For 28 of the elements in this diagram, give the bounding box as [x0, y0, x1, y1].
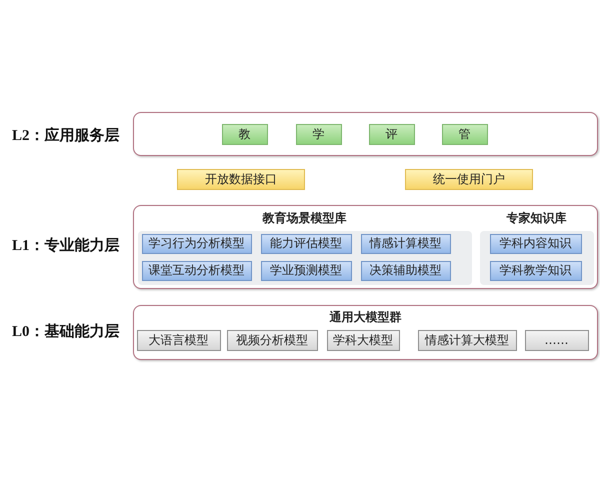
- model-box: 学科教学知识: [490, 260, 582, 280]
- group-heading: 教育场景模型库: [261, 210, 348, 226]
- layer-label: L0：基础能力层: [12, 322, 120, 341]
- layer-panel: [133, 205, 598, 289]
- panel-heading: 通用大模型群: [328, 309, 402, 326]
- layer-label: L1：专业能力层: [12, 236, 120, 255]
- group-heading: 专家知识库: [506, 210, 568, 226]
- model-box: 学科大模型: [326, 330, 400, 350]
- model-box: 课堂互动分析模型: [142, 260, 252, 280]
- module-box: 评: [368, 124, 414, 144]
- layer-panel: [133, 112, 598, 156]
- module-box: 管: [442, 124, 488, 144]
- module-box: 教: [222, 124, 268, 144]
- model-box: 学业预测模型: [260, 260, 352, 280]
- model-box: 大语言模型: [136, 330, 220, 350]
- model-box: 视频分析模型: [226, 330, 318, 350]
- layer-label: L2：应用服务层: [12, 126, 120, 145]
- model-box: 学习行为分析模型: [142, 234, 252, 254]
- layer-panel: [133, 305, 598, 360]
- interface-box: 统一使用门户: [405, 169, 533, 190]
- model-box: 学科内容知识: [490, 234, 582, 254]
- model-box: 情感计算大模型: [418, 330, 516, 350]
- model-box: 情感计算模型: [360, 234, 450, 254]
- model-box: ……: [524, 330, 588, 350]
- module-box: 学: [296, 124, 342, 144]
- model-box: 能力评估模型: [260, 234, 352, 254]
- interface-box: 开放数据接口: [177, 169, 305, 190]
- model-box: 决策辅助模型: [360, 260, 450, 280]
